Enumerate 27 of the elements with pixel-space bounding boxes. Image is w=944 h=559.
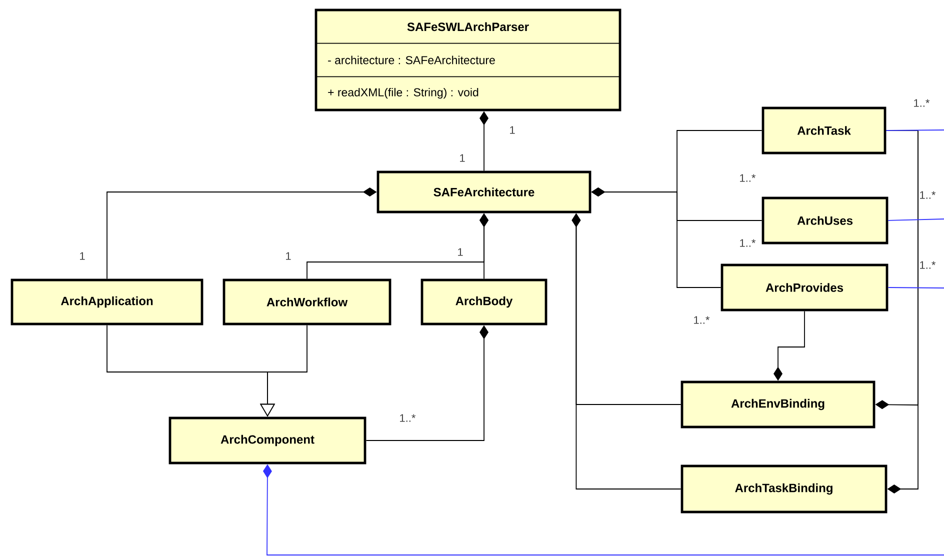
class-box: ArchProvides [720,264,888,312]
connector [886,130,918,494]
multiplicity-label: 1..* [694,316,710,324]
multiplicity-label: 1..* [920,261,936,269]
connector [886,130,944,131]
multiplicity-label: 1 [510,126,515,134]
class-box: ArchTask [762,106,886,154]
multiplicity-label: 1..* [740,174,756,182]
class-box: SAFeArchitecture [376,170,592,214]
class-box: ArchTaskBinding [680,464,888,514]
multiplicity-label: 1 [458,248,463,256]
class-box: ArchWorkflow [222,278,392,326]
multiplicity-label: 1..* [914,99,930,107]
class-box: ArchApplication [10,278,204,326]
class-box: ArchComponent [168,416,366,464]
class-box: ArchBody [420,278,548,326]
multiplicity-label: 1 [286,252,291,260]
multiplicity-label: 1 [460,154,465,162]
class-box: ArchUses [762,196,888,244]
multiplicity-label: 1 [80,252,85,260]
multiplicity-label: 1..* [740,239,756,247]
connector [888,287,944,288]
multiplicity-label: 1..* [920,191,936,199]
multiplicity-label: 1..* [400,414,416,422]
connector [888,218,944,221]
class-box: SAFeSWLArchParser - architecture : SAFeArchitecture + readXML(file : String) : void [314,8,622,112]
class-box: ArchEnvBinding [680,380,876,428]
